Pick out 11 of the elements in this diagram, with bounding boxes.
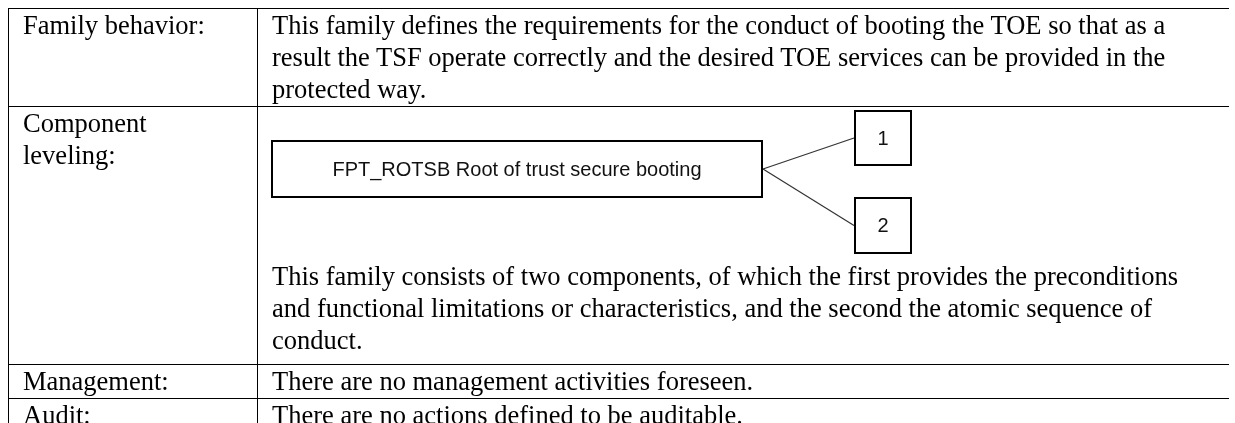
row-description: This family defines the requirements for the conduct of booting the TOE so that as a result the TSF operate correctly and the desired TOE services can be provided in the protected way.: [272, 9, 1167, 105]
row-heading: Management:: [23, 365, 170, 397]
row-heading: Family behavior:: [23, 9, 206, 41]
row-description: This family consists of two components, of which the first provides the preconditions and functional limitations or characteristics, and the second the atomic sequence of conduct.: [272, 260, 1179, 356]
component-box: 1: [854, 110, 912, 166]
row-heading: Component leveling:: [23, 107, 148, 171]
row-description: There are no management activities foreseen.: [272, 365, 755, 397]
component-box: 2: [854, 197, 912, 254]
connector-line: [762, 168, 855, 227]
connector-line: [762, 137, 855, 170]
family-box: FPT_ROTSB Root of trust secure booting: [271, 140, 763, 198]
